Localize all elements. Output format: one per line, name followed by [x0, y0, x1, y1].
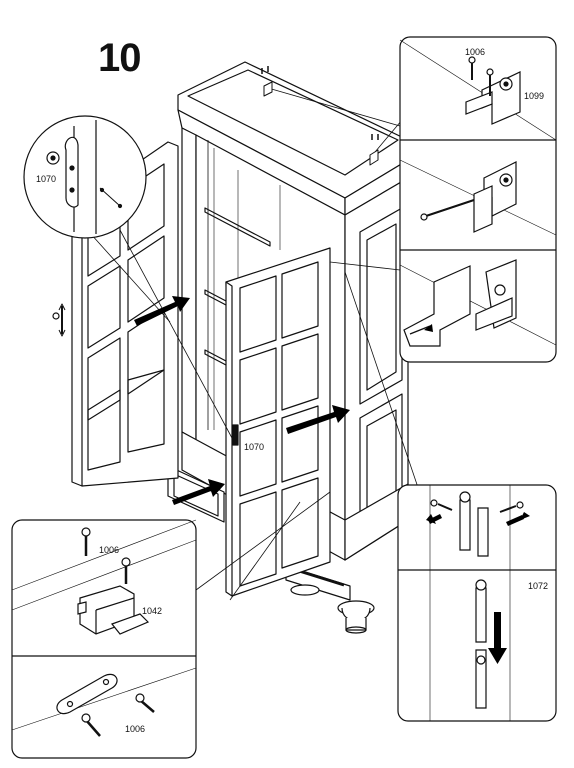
arrow-left-door: [134, 296, 190, 326]
detail-box-pin-hinge: [397, 484, 557, 722]
magnet-catch-part-label: 1042: [142, 606, 163, 616]
arrow-front-door: [286, 405, 350, 434]
hinge-part-label: 1070: [36, 174, 57, 184]
slide-arrow-icon: [424, 324, 433, 332]
detail-box-bracket: [399, 36, 557, 363]
step-number: 10: [98, 36, 141, 80]
pin-hinge-part-label: 1072: [528, 581, 549, 591]
pin-arrows: [426, 512, 530, 664]
bracket-screw-part-label: 1006: [465, 47, 486, 57]
direction-arrows: [134, 296, 350, 505]
plate-screw-part-label: 1006: [125, 724, 146, 734]
arrow-drawer: [172, 479, 225, 505]
magnet-screw-part-label: 1006: [99, 545, 120, 555]
door-hinge-part-label: 1070: [244, 442, 265, 452]
bracket-part-label: 1099: [524, 91, 545, 101]
detail-circle-hinge: [23, 115, 147, 239]
crown-brackets: [261, 66, 379, 166]
front-door: [225, 247, 331, 597]
detail-box-magnet: [11, 519, 197, 759]
left-door-hinge: [52, 303, 66, 337]
